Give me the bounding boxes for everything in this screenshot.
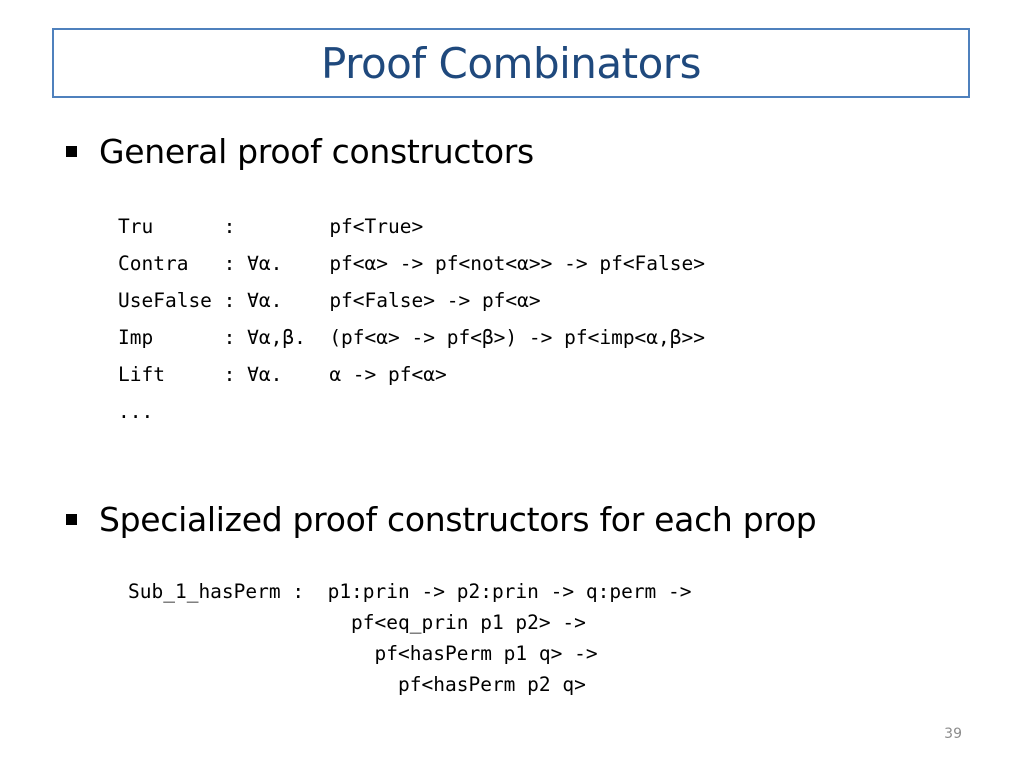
code-line: Lift : ∀α. α -> pf<α> xyxy=(118,363,447,386)
bullet-general: General proof constructors xyxy=(66,132,534,171)
slide-title: Proof Combinators xyxy=(321,38,701,88)
code-line: Tru : pf<True> xyxy=(118,215,424,238)
square-bullet-icon xyxy=(66,146,77,157)
code-line: ... xyxy=(118,400,154,423)
code-line: Imp : ∀α,β. (pf<α> -> pf<β>) -> pf<imp<α… xyxy=(118,326,705,349)
bullet-text: General proof constructors xyxy=(99,132,534,171)
code-block-general: Tru : pf<True> Contra : ∀α. pf<α> -> pf<n… xyxy=(118,208,705,430)
bullet-text: Specialized proof constructors for each … xyxy=(99,500,817,539)
code-line: pf<eq_prin p1 p2> -> xyxy=(128,611,586,634)
code-line: Sub_1_hasPerm : p1:prin -> p2:prin -> q:… xyxy=(128,580,692,603)
code-line: pf<hasPerm p1 q> -> xyxy=(128,642,598,665)
code-block-specialized: Sub_1_hasPerm : p1:prin -> p2:prin -> q:… xyxy=(128,576,692,700)
page-number: 39 xyxy=(944,726,962,742)
square-bullet-icon xyxy=(66,514,77,525)
code-line: UseFalse : ∀α. pf<False> -> pf<α> xyxy=(118,289,541,312)
code-line: pf<hasPerm p2 q> xyxy=(128,673,586,696)
bullet-specialized: Specialized proof constructors for each … xyxy=(66,500,817,539)
code-line: Contra : ∀α. pf<α> -> pf<not<α>> -> pf<F… xyxy=(118,252,705,275)
title-box: Proof Combinators xyxy=(52,28,970,98)
